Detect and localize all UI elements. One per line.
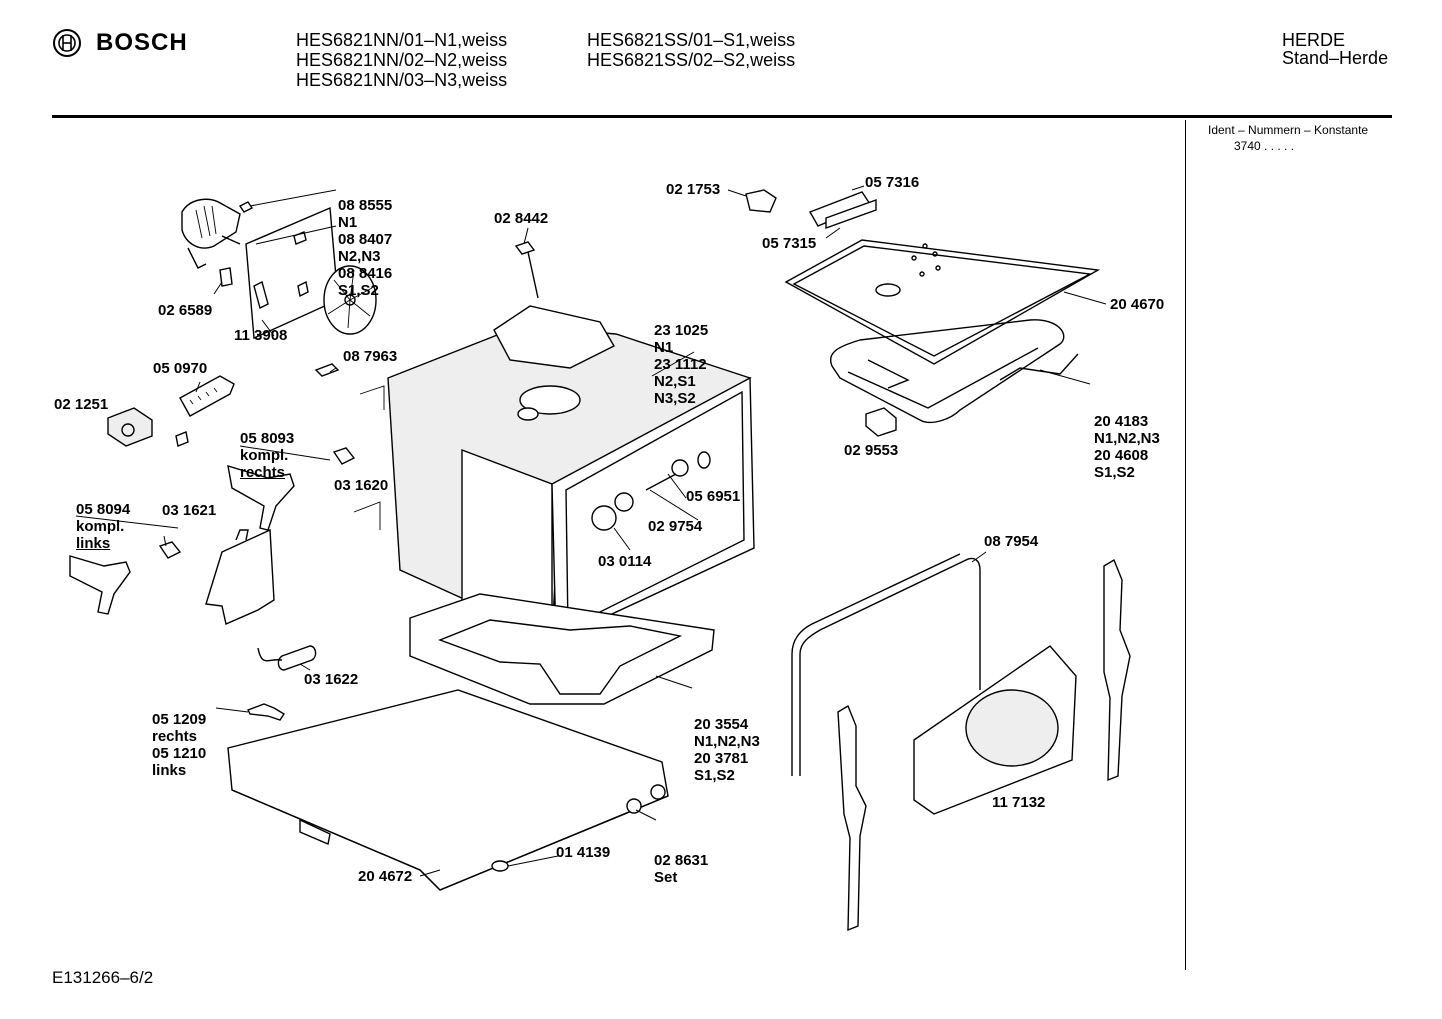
part-label-056951: 05 6951 [686,488,741,505]
ident-label: Ident – Nummern – Konstante [1208,123,1369,137]
part-label-026589: 02 6589 [158,302,213,319]
part-label-050970: 05 0970 [153,360,208,377]
oven-cavity [353,305,755,642]
document-number: E131266–6/2 [52,968,154,987]
side-rail-left [837,704,867,932]
header-divider [52,115,1392,118]
mounting-plate [205,528,275,625]
model-item: HES6821NN/03–N3,weiss [296,70,508,90]
part-block-021251 [107,407,153,447]
ident-value: 3740 . . . . . [1234,139,1295,153]
clip-021753 [745,189,777,213]
part-label-030114: 03 0114 [598,553,652,570]
model-list-right: HES6821SS/01–S1,weiss HES6821SS/02–S2,we… [587,30,795,70]
part-switch-087963 [314,363,340,377]
model-item: HES6821NN/01–N1,weiss [296,30,508,50]
bosch-armature-icon [53,29,81,57]
grill-heater-204183 [829,319,1065,424]
switch-031621 [158,541,182,559]
leader-lines [75,185,1107,877]
ident-block: Ident – Nummern – Konstante 3740 . . . .… [1208,122,1368,154]
part-label-204670: 20 4670 [1110,296,1165,313]
part-clip [175,431,189,447]
part-label-087954: 08 7954 [984,533,1039,550]
part-label-029754: 02 9754 [648,518,703,535]
grommet-028442 [514,241,536,255]
part-bracket-050970 [179,375,235,417]
part-label-021753: 02 1753 [666,181,721,198]
door-hinge-left [69,555,131,615]
model-item: HES6821SS/02–S2,weiss [587,50,796,70]
part-label-204672: 20 4672 [358,868,413,885]
part-label-021251: 02 1251 [54,396,109,413]
part-label-029553: 02 9553 [844,442,899,459]
side-divider [1185,120,1186,970]
part-label-028442: 02 8442 [494,210,549,227]
part-label-117132: 11 7132 [992,794,1046,811]
part-label-031622: 03 1622 [304,671,359,688]
category-subtitle: Stand–Herde [1282,48,1389,68]
foot-014139 [491,860,509,872]
switch-031620 [332,447,356,465]
category-title: HERDE [1282,30,1346,50]
holder-029553 [865,407,897,437]
part-label-087963: 08 7963 [343,348,398,365]
part-label-057315: 05 7315 [762,235,817,252]
brand-name: BOSCH [96,29,188,56]
fan-motor-assembly [181,198,377,340]
capacitor-031622 [277,645,317,671]
part-label-031620: 03 1620 [334,477,389,494]
model-item: HES6821SS/01–S1,weiss [587,30,796,50]
bottom-heating-element-203554 [409,593,715,705]
side-rail-right [1103,558,1131,782]
category-block: HERDE Stand–Herde [1282,30,1388,68]
model-list-left: HES6821NN/01–N1,weiss HES6821NN/02–N2,we… [296,30,507,90]
model-item: HES6821NN/02–N2,weiss [296,50,508,70]
top-cover-204670 [784,239,1101,365]
part-label-057316: 05 7316 [865,174,920,191]
part-label-113908: 11 3908 [234,327,288,344]
part-label-014139: 01 4139 [556,844,611,861]
bosch-logo: BOSCH [52,28,188,58]
door-seal-087954 [799,557,981,776]
foot-028631 [626,798,642,814]
clip-051209 [247,703,285,721]
door-hinge-right [227,465,295,531]
part-label-031621: 03 1621 [162,502,217,519]
